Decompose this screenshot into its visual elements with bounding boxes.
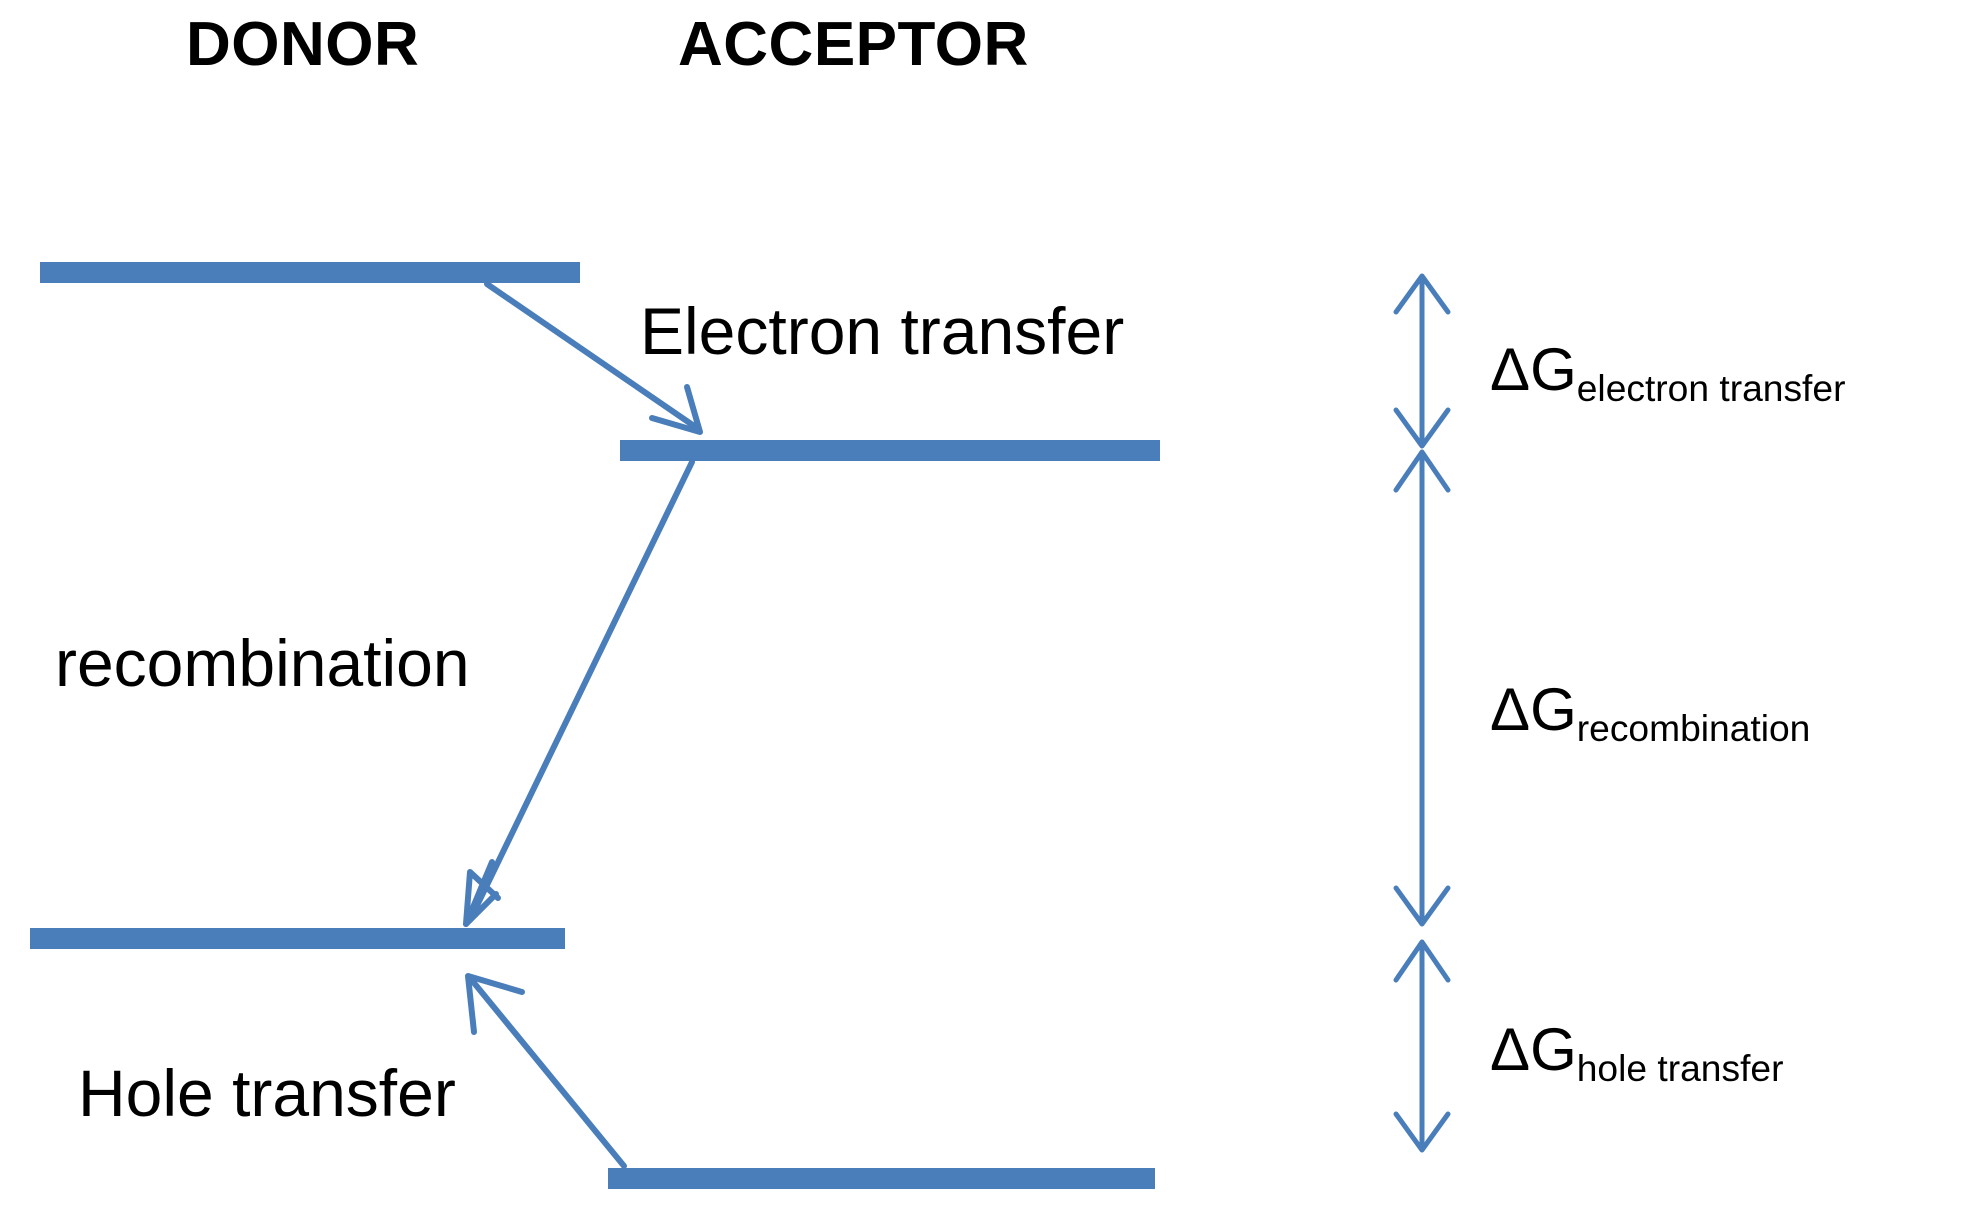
energy-level-donor-homo [30, 928, 565, 949]
delta-g-recombination-label: ΔGrecombination [1490, 680, 1810, 747]
delta-g-symbol: ΔG [1490, 336, 1577, 403]
delta-g-symbol: ΔG [1490, 676, 1577, 743]
column-header-donor: DONOR [186, 10, 420, 79]
process-label-recombination: recombination [55, 626, 470, 700]
delta-g-hole-transfer-label: ΔGhole transfer [1490, 1020, 1783, 1087]
delta-g-subscript: hole transfer [1576, 1047, 1784, 1090]
delta-g-electron-transfer-arrow [1393, 273, 1451, 449]
delta-g-recombination-arrow [1393, 449, 1451, 927]
delta-g-subscript: recombination [1576, 707, 1811, 750]
delta-g-symbol: ΔG [1490, 1016, 1577, 1083]
hole-transfer-arrow [465, 973, 627, 1169]
column-header-acceptor: ACCEPTOR [678, 10, 1029, 79]
recombination-arrow [463, 459, 695, 927]
delta-g-hole-transfer-arrow [1393, 939, 1451, 1153]
energy-level-acceptor-lumo [620, 440, 1160, 461]
delta-g-electron-transfer-label: ΔGelectron transfer [1490, 340, 1845, 407]
process-label-electron-transfer: Electron transfer [640, 294, 1125, 368]
process-label-hole-transfer: Hole transfer [78, 1056, 456, 1130]
energy-level-acceptor-homo [608, 1168, 1155, 1189]
delta-g-subscript: electron transfer [1576, 367, 1846, 410]
energy-level-donor-excited [40, 262, 580, 283]
